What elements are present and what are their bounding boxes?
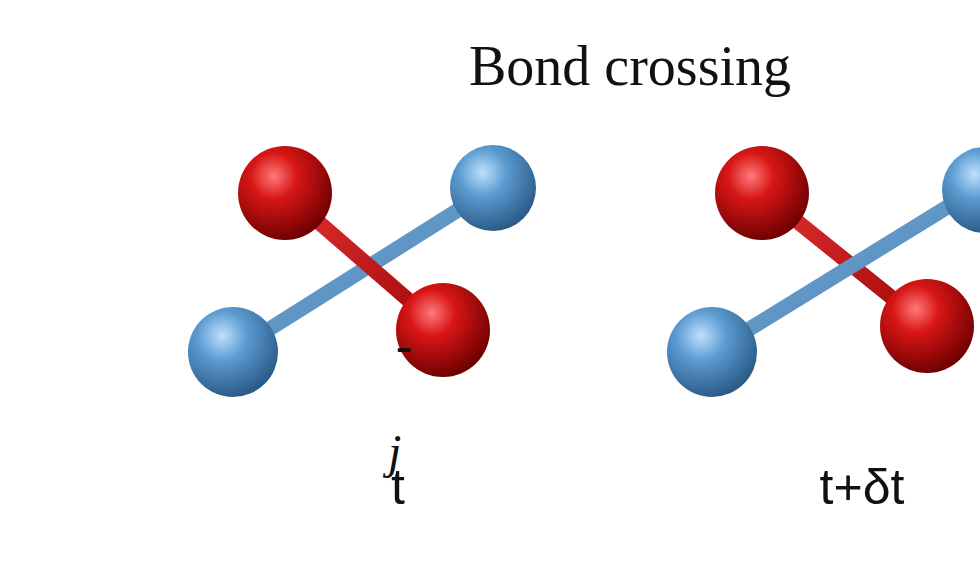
molecules-t-plus-dt	[667, 146, 980, 397]
cut-off-text: j	[388, 428, 401, 476]
time-label: t+δt	[820, 462, 905, 512]
cut-off-text: -	[396, 322, 412, 370]
molecules-t	[188, 145, 536, 397]
panel-title: Bond crossing	[469, 38, 791, 94]
